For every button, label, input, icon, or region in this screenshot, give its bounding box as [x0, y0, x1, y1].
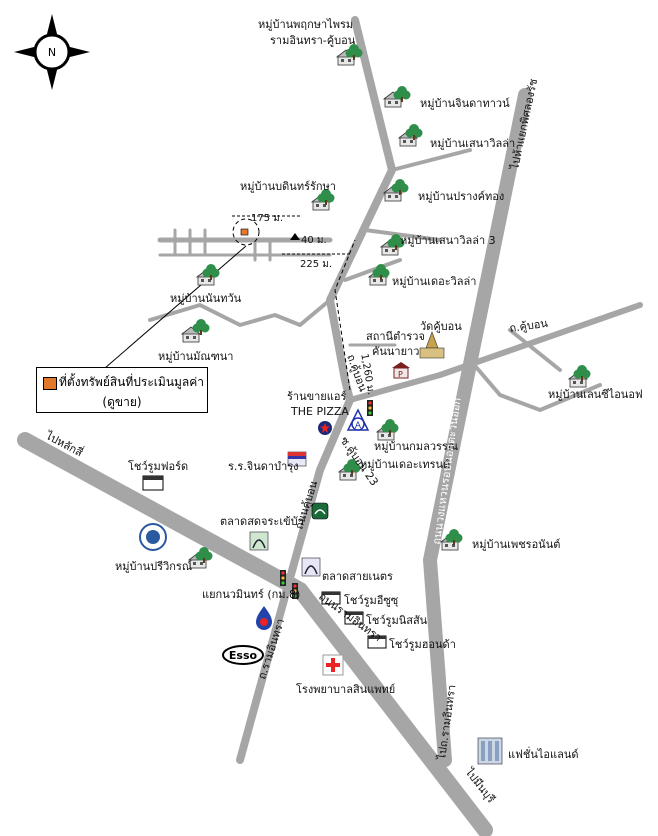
traffic-light-icon: [292, 583, 298, 599]
village-logo-icon: [139, 523, 167, 551]
label-showroom-ford: โชว์รูมฟอร์ด: [128, 459, 188, 473]
distance-225: 225 ม.: [300, 259, 332, 270]
compass: N: [14, 14, 90, 90]
market-icon: [249, 531, 269, 551]
legend-line-2: (ดูขาย): [102, 395, 142, 409]
road-label-kuborn-2: ถ.คู้บอน: [509, 317, 550, 335]
label-baan-prangthong: หมู่บ้านปรางค์ทอง: [418, 190, 504, 203]
label-school: ร.ร.จินดาบำรุง: [228, 460, 299, 473]
label-wat: วัดคู้บอน: [420, 320, 462, 333]
label-police-2: คันนายาว: [372, 345, 419, 358]
road-phahol: [422, 88, 532, 767]
label-baan-phruksa-2: รามอินทรา-คู้บอน: [270, 34, 356, 47]
road-lak-si: [17, 432, 493, 836]
label-baan-sena3: หมู่บ้านเสนาวิลล่า 3: [400, 234, 496, 247]
svg-text:A: A: [355, 421, 362, 431]
label-baan-kamonwan: หมู่บ้านกมลวรรณ: [374, 440, 458, 453]
distance-40: 40 ม.: [301, 235, 327, 246]
school-icon: [287, 451, 307, 467]
minor-roads: [148, 16, 643, 764]
showroom-honda-icon: [367, 635, 387, 649]
marker-a-icon: A: [346, 408, 370, 431]
mall-icon: [477, 737, 503, 765]
showroom-isuzu-icon: [321, 591, 341, 605]
label-showroom-isuzu: โชว์รูมอีซูซุ: [344, 593, 399, 607]
showroom-ford-icon: [142, 475, 164, 491]
road-east: [347, 302, 643, 403]
label-pizza-1: ร้านขายแอร์: [287, 390, 346, 403]
label-baan-pruksa: หมู่บ้านปรีวิกรณ์: [115, 560, 192, 573]
legend-line-1: ที่ตั้งทรัพย์สินที่ประเมินมูลค่า: [59, 375, 205, 389]
legend: ที่ตั้งทรัพย์สินที่ประเมินมูลค่า (ดูขาย): [36, 367, 208, 413]
poi-icons: P A: [139, 331, 503, 765]
distance-175: 175 ม.: [251, 213, 283, 224]
road-lanceshi: [468, 358, 602, 412]
place-labels: หมู่บ้านพฤกษาไพรม รามอินทรา-คู้บอน หมู่บ…: [115, 18, 643, 761]
label-baan-manthana: หมู่บ้านมัณฑนา: [158, 350, 233, 363]
label-police: สถานีตำรวจ: [366, 330, 425, 343]
label-baan-thetrend: หมู่บ้านเดอะเทรนด์: [360, 458, 450, 471]
legend-swatch: [43, 377, 57, 390]
label-showroom-honda: โชว์รูมฮอนด้า: [389, 637, 456, 651]
police-icon: P: [392, 362, 410, 379]
esso-logo-icon: Esso: [222, 645, 264, 665]
traffic-light-icon: [280, 570, 286, 586]
label-baan-senavilla: หมู่บ้านเสนาวิลล่า: [430, 137, 515, 150]
property-marker: [104, 218, 260, 369]
pizza-logo-icon: [318, 421, 332, 435]
showroom-nissan-icon: [344, 611, 364, 625]
label-baan-phruksa: หมู่บ้านพฤกษาไพรม: [258, 18, 353, 31]
gas-station-icon: [256, 606, 272, 630]
label-market-jaebua: ตลาดสดจระเข้บัว: [220, 515, 304, 528]
temple-icon: [419, 331, 445, 359]
traffic-light-icon: [367, 400, 373, 416]
major-roads: [17, 88, 532, 836]
label-market-saineth: ตลาดสายเนตร: [322, 570, 393, 583]
road-ku-bon: [236, 16, 396, 764]
label-baan-thevilla: หมู่บ้านเดอะวิลล่า: [392, 275, 476, 288]
bank-icon: [311, 502, 329, 520]
label-baan-nanthawan: หมู่บ้านนันทวัน: [170, 292, 242, 305]
label-hospital: โรงพยาบาลสินแพทย์: [296, 682, 395, 696]
compass-letter: N: [48, 46, 56, 59]
label-baan-bodin: หมู่บ้านบดินทร์รักษา: [240, 180, 336, 193]
label-baan-petchara: หมู่บ้านเพชรอนันต์: [472, 538, 560, 551]
road-label-bypass: ถนนวงแหวนรอบนอกตะวันออก: [430, 397, 463, 546]
hospital-icon: [322, 654, 344, 676]
svg-text:Esso: Esso: [229, 649, 258, 662]
svg-text:P: P: [398, 370, 403, 379]
label-yaek-raminthra: แยกนวมินทร์ (กม.8): [202, 588, 300, 601]
market-icon: [301, 557, 321, 577]
label-baan-chinda: หมู่บ้านจินดาทาวน์: [420, 97, 510, 110]
label-pizza-2: THE PIZZA: [290, 405, 349, 418]
label-baan-lanceshi: หมู่บ้านเลนซีไอนอฟ: [548, 388, 643, 401]
label-showroom-nissan: โชว์รูมนิสสัน: [366, 613, 428, 627]
label-fashion: แฟชั่นไอแลนด์: [508, 746, 579, 761]
